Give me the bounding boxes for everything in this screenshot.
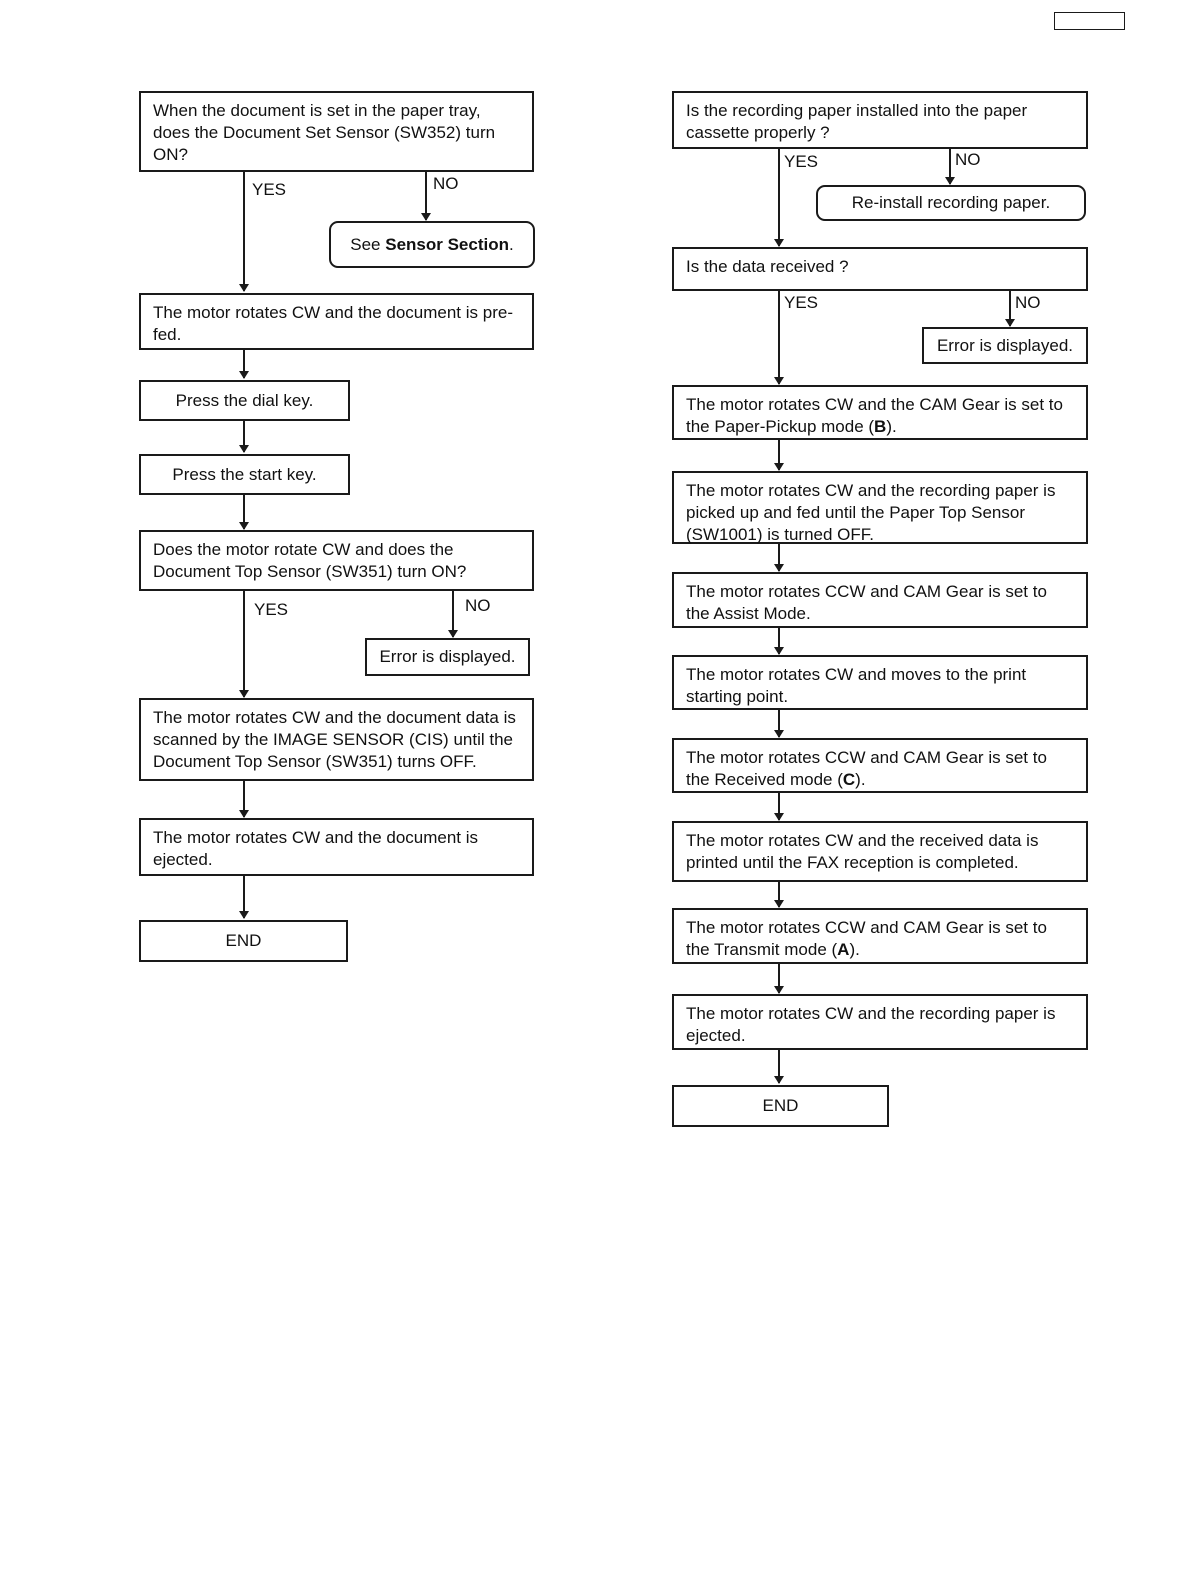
right-reinstall-paper-text: Re-install recording paper. bbox=[851, 193, 1051, 212]
left-end: END bbox=[139, 920, 348, 962]
left-step-scan: The motor rotates CW and the document da… bbox=[139, 698, 534, 781]
right-step-transmit-mode-text: The motor rotates CCW and CAM Gear is se… bbox=[686, 918, 1047, 959]
left-step-prefed-text: The motor rotates CW and the document is… bbox=[153, 303, 513, 344]
left-question-document-top-sensor-text: Does the motor rotate CW and does the Do… bbox=[153, 540, 467, 581]
right-step-paper-picked-up: The motor rotates CW and the recording p… bbox=[672, 471, 1088, 544]
right-step-received-mode-text: The motor rotates CCW and CAM Gear is se… bbox=[686, 748, 1047, 789]
left-step-scan-text: The motor rotates CW and the document da… bbox=[153, 708, 516, 771]
right-question-data-received: Is the data received ? bbox=[672, 247, 1088, 291]
right-q2-no-label: NO bbox=[1015, 293, 1041, 312]
left-see-sensor-section: See Sensor Section. bbox=[329, 221, 535, 268]
left-end-text: END bbox=[225, 931, 262, 950]
right-q1-no-label: NO bbox=[955, 150, 981, 169]
right-question-paper-installed: Is the recording paper installed into th… bbox=[672, 91, 1088, 149]
left-step-start-key-text: Press the start key. bbox=[172, 464, 317, 484]
left-step-start-key: Press the start key. bbox=[139, 454, 350, 495]
pickup-text: The motor rotates CW and the CAM Gear is… bbox=[686, 395, 1063, 436]
right-question-paper-installed-text: Is the recording paper installed into th… bbox=[686, 101, 1028, 142]
right-error-displayed-text: Error is displayed. bbox=[936, 335, 1074, 355]
left-step-eject: The motor rotates CW and the document is… bbox=[139, 818, 534, 876]
pickup-end: ). bbox=[886, 417, 897, 436]
left-q2-no-label: NO bbox=[465, 596, 491, 615]
right-step-paper-picked-up-text: The motor rotates CW and the recording p… bbox=[686, 481, 1056, 544]
left-error-displayed: Error is displayed. bbox=[365, 638, 530, 676]
transmit-mode-letter: A bbox=[837, 940, 850, 959]
right-step-paper-pickup-mode-text: The motor rotates CW and the CAM Gear is… bbox=[686, 395, 1063, 436]
sensor-section-bold-text: Sensor Section bbox=[385, 234, 509, 254]
left-see-sensor-section-text: See Sensor Section. bbox=[350, 234, 513, 256]
right-step-eject: The motor rotates CW and the recording p… bbox=[672, 994, 1088, 1050]
left-q2-yes-label: YES bbox=[254, 600, 289, 619]
left-q1-no-label: NO bbox=[433, 174, 459, 193]
left-question-document-top-sensor: Does the motor rotate CW and does the Do… bbox=[139, 530, 534, 591]
right-end: END bbox=[672, 1085, 889, 1127]
pickup-mode-letter: B bbox=[874, 417, 887, 436]
left-question-document-set-sensor: When the document is set in the paper tr… bbox=[139, 91, 534, 172]
right-step-print-start: The motor rotates CW and moves to the pr… bbox=[672, 655, 1088, 710]
left-step-dial-key: Press the dial key. bbox=[139, 380, 350, 421]
transmit-end: ). bbox=[849, 940, 860, 959]
right-step-paper-pickup-mode: The motor rotates CW and the CAM Gear is… bbox=[672, 385, 1088, 440]
left-step-dial-key-text: Press the dial key. bbox=[175, 390, 314, 410]
right-error-displayed: Error is displayed. bbox=[922, 327, 1088, 364]
right-step-eject-text: The motor rotates CW and the recording p… bbox=[686, 1004, 1056, 1045]
left-step-prefed: The motor rotates CW and the document is… bbox=[139, 293, 534, 350]
right-step-assist-mode-text: The motor rotates CCW and CAM Gear is se… bbox=[686, 582, 1047, 623]
right-step-assist-mode: The motor rotates CCW and CAM Gear is se… bbox=[672, 572, 1088, 628]
received-end: ). bbox=[855, 770, 866, 789]
sensor-prefix-text: See bbox=[350, 234, 386, 254]
left-question-document-set-sensor-text: When the document is set in the paper tr… bbox=[153, 101, 496, 164]
right-q1-yes-label: YES bbox=[784, 152, 819, 171]
sensor-suffix-text: . bbox=[509, 234, 514, 254]
right-q2-yes-label: YES bbox=[784, 293, 819, 312]
right-step-print-start-text: The motor rotates CW and moves to the pr… bbox=[686, 665, 1027, 706]
right-step-received-mode: The motor rotates CCW and CAM Gear is se… bbox=[672, 738, 1088, 793]
left-error-displayed-text: Error is displayed. bbox=[379, 647, 516, 666]
left-step-eject-text: The motor rotates CW and the document is… bbox=[153, 828, 479, 869]
right-step-printed: The motor rotates CW and the received da… bbox=[672, 821, 1088, 882]
page-number-box bbox=[1054, 12, 1125, 30]
right-reinstall-paper: Re-install recording paper. bbox=[816, 185, 1086, 221]
received-text: The motor rotates CCW and CAM Gear is se… bbox=[686, 748, 1047, 789]
right-step-printed-text: The motor rotates CW and the received da… bbox=[686, 831, 1039, 872]
received-mode-letter: C bbox=[842, 770, 856, 789]
left-q1-yes-label: YES bbox=[252, 180, 287, 199]
right-question-data-received-text: Is the data received ? bbox=[686, 257, 849, 276]
transmit-text: The motor rotates CCW and CAM Gear is se… bbox=[686, 918, 1047, 959]
right-end-text: END bbox=[762, 1096, 799, 1115]
right-step-transmit-mode: The motor rotates CCW and CAM Gear is se… bbox=[672, 908, 1088, 964]
